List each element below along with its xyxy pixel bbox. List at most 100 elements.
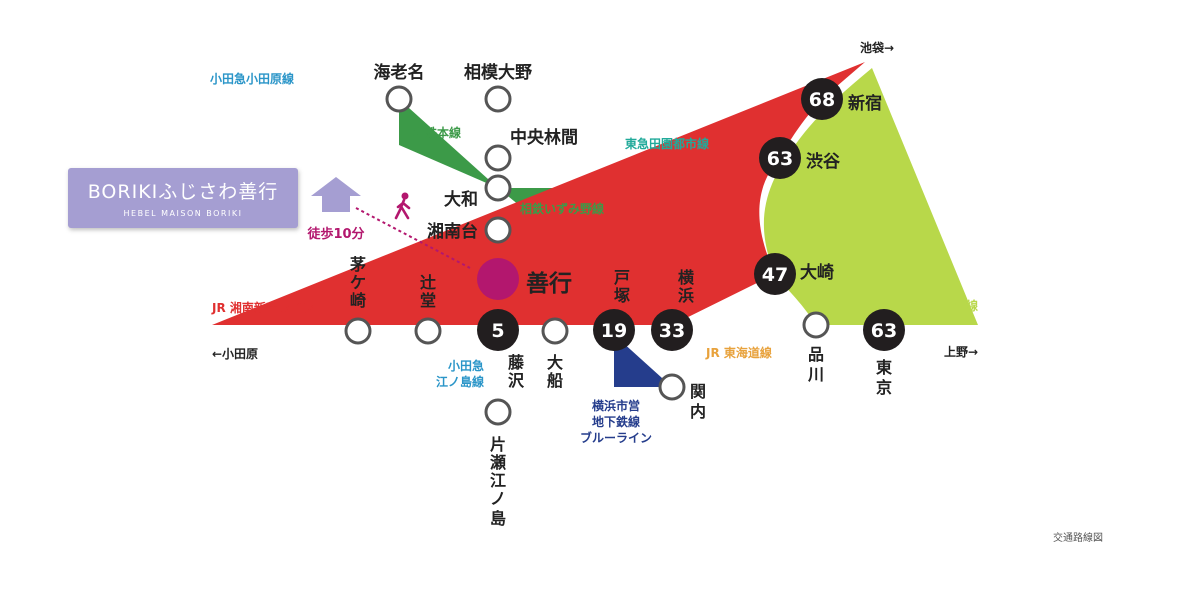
time-osaki: 47 — [762, 264, 788, 286]
svg-text:瀬: 瀬 — [490, 453, 506, 472]
time-totsuka: 19 — [601, 320, 627, 342]
label-yamato: 大和 — [444, 189, 478, 210]
time-tokyo: 63 — [871, 320, 897, 342]
label-shinjuku: 新宿 — [848, 93, 882, 114]
time-yokohama: 33 — [659, 320, 685, 342]
station-shinagawa — [802, 311, 830, 339]
label-fujisawa: 藤 沢 — [508, 353, 525, 390]
svg-text:関: 関 — [690, 382, 706, 401]
small-stations — [344, 85, 830, 426]
label-chigasaki: 茅 ケ 崎 — [350, 255, 366, 310]
svg-text:片: 片 — [490, 435, 506, 454]
label-ebina: 海老名 — [374, 62, 425, 83]
svg-text:横浜市営: 横浜市営 — [592, 398, 640, 413]
time-shinjuku: 68 — [809, 89, 835, 111]
svg-text:茅: 茅 — [350, 255, 366, 274]
badge-shinjuku — [801, 78, 843, 120]
badge-osaki — [754, 253, 796, 295]
label-shonandai: 湘南台 — [427, 221, 478, 242]
label-tsujido: 辻 堂 — [420, 273, 436, 310]
svg-text:小田急: 小田急 — [448, 358, 484, 373]
direction-odawara: ←小田原 — [212, 346, 258, 361]
station-yamato — [484, 174, 512, 202]
time-shibuya: 63 — [767, 148, 793, 170]
sotetsu-main-line — [399, 99, 498, 188]
svg-text:船: 船 — [547, 371, 563, 390]
label-shibuya: 渋谷 — [806, 151, 841, 172]
property-name: BORIKIふじさわ善行 — [88, 181, 279, 203]
label-shinagawa: 品 川 — [807, 345, 824, 384]
station-tsujido — [414, 317, 442, 345]
svg-text:川: 川 — [807, 365, 824, 384]
svg-text:塚: 塚 — [614, 286, 630, 305]
badge-shibuya — [759, 137, 801, 179]
badge-tokyo — [863, 309, 905, 351]
svg-text:地下鉄線: 地下鉄線 — [592, 414, 640, 429]
line-label-odakyu-odawara: 小田急小田原線 — [210, 71, 294, 86]
station-ofuna — [541, 317, 569, 345]
svg-text:崎: 崎 — [350, 291, 366, 310]
map-caption: 交通路線図 — [1053, 531, 1103, 544]
rail-lines — [212, 62, 978, 387]
svg-text:内: 内 — [690, 402, 706, 421]
svg-text:藤: 藤 — [508, 353, 525, 372]
svg-text:島: 島 — [490, 509, 506, 528]
label-katase: 片 瀬 江 ノ 島 — [490, 435, 506, 528]
label-osaki: 大崎 — [800, 262, 834, 283]
svg-text:大: 大 — [547, 353, 563, 372]
label-ofuna: 大 船 — [547, 353, 563, 390]
svg-text:辻: 辻 — [420, 273, 436, 292]
svg-text:ノ: ノ — [490, 489, 506, 508]
label-kannai: 関 内 — [690, 382, 706, 421]
svg-text:ケ: ケ — [350, 273, 366, 292]
label-tokyo: 東 京 — [876, 358, 892, 397]
station-chigasaki — [344, 317, 372, 345]
station-zengyo: 善行 — [526, 270, 572, 297]
station-shonandai — [484, 216, 512, 244]
badge-fujisawa — [477, 309, 519, 351]
home-arrow-icon — [311, 177, 361, 212]
shonan-shinjuku-line — [212, 62, 865, 325]
svg-text:東: 東 — [876, 358, 892, 377]
label-yokohama: 横 浜 — [678, 268, 695, 305]
direction-ueno: 上野→ — [944, 344, 978, 359]
walking-person-icon — [394, 192, 411, 220]
direction-ikebukuro: 池袋→ — [860, 40, 894, 55]
time-badges: 5 19 33 47 63 63 68 — [477, 78, 905, 351]
svg-text:戸: 戸 — [614, 268, 630, 287]
property-sub: HEBEL MAISON BORIKI — [124, 209, 243, 218]
station-kannai — [658, 373, 686, 401]
badge-totsuka — [593, 309, 635, 351]
yamanote-line — [763, 68, 978, 325]
line-label-denentoshi: 東急田園都市線 — [625, 136, 709, 151]
svg-text:ブルーライン: ブルーライン — [580, 430, 652, 445]
svg-text:横: 横 — [678, 268, 695, 287]
svg-text:江: 江 — [490, 471, 506, 490]
line-label-shonan-shinjuku: JR 湘南新宿ライン — [211, 300, 314, 315]
svg-text:品: 品 — [808, 345, 824, 364]
walk-time: 徒歩10分 — [306, 226, 364, 242]
svg-text:沢: 沢 — [508, 371, 525, 390]
line-label-blue-line: 横浜市営 地下鉄線 ブルーライン — [580, 398, 652, 445]
station-ebina — [385, 85, 413, 113]
line-label-yamanote: JR 山手線 — [923, 298, 978, 313]
svg-text:江ノ島線: 江ノ島線 — [436, 374, 484, 389]
line-label-enoshima: 小田急 江ノ島線 — [436, 358, 484, 389]
label-chuorinkan: 中央林間 — [510, 127, 578, 148]
station-katase — [484, 398, 512, 426]
line-label-sotetsu-main: 相鉄本線 — [413, 125, 461, 140]
station-zengyo-marker — [477, 258, 519, 300]
svg-text:浜: 浜 — [678, 286, 694, 305]
svg-text:堂: 堂 — [420, 291, 436, 310]
line-label-sotetsu-izumino: 相鉄いずみ野線 — [520, 201, 604, 216]
label-totsuka: 戸 塚 — [614, 268, 630, 305]
property-box: BORIKIふじさわ善行 HEBEL MAISON BORIKI — [68, 168, 298, 228]
label-sagamiono: 相模大野 — [464, 62, 532, 83]
station-sagamiono — [484, 85, 512, 113]
line-label-tokaido: JR 東海道線 — [705, 345, 772, 360]
station-chuorinkan — [484, 144, 512, 172]
svg-text:京: 京 — [876, 378, 892, 397]
property-box-bg — [68, 168, 298, 228]
badge-yokohama — [651, 309, 693, 351]
